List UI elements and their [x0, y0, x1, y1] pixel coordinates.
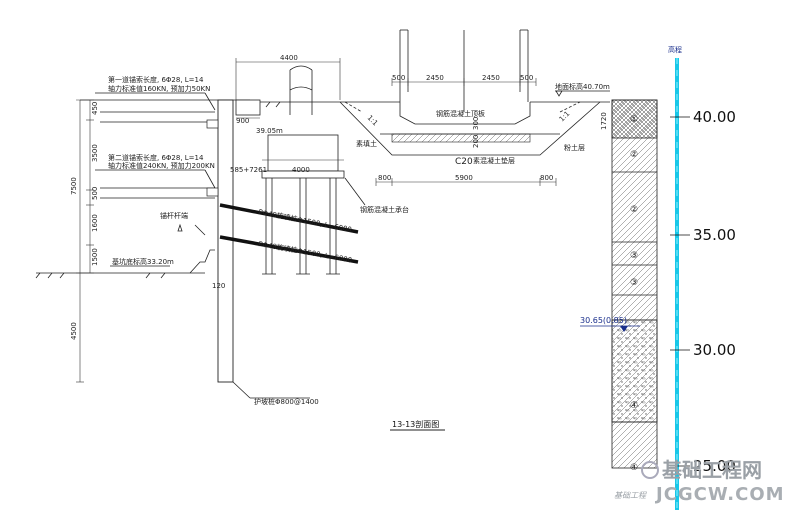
excavation: 1:1 1:1 C20 素混凝土垫层 钢筋混凝土顶板 素填土 粉土层 钢筋混凝土… [339, 29, 601, 214]
top-beam-label: 钢筋混凝土顶板 [436, 109, 485, 118]
dim-4400: 4400 [280, 54, 298, 62]
dim-1500: 1500 [91, 248, 99, 266]
dim-200: 200 [472, 135, 480, 148]
pile-bottom-label: 护坡桩Φ800@1400 [254, 397, 319, 406]
soil-column: ① ② ② ③ ③ ④ ④ 30.65(0.85) [580, 99, 658, 473]
dim-500-right: 500 [520, 74, 533, 82]
dim-500-left: 500 [392, 74, 405, 82]
dim-800-right: 800 [540, 174, 553, 182]
left-soil-note: 素填土 [356, 139, 377, 148]
watermark: 基础工程网 JCGCW.COM 基础工程 [614, 458, 785, 505]
anchor2-line2: 轴力标准值240KN, 预加力200KN [108, 161, 215, 170]
drawing-title: 13-13剖面图 [392, 419, 439, 429]
layer-1: ① [630, 115, 638, 125]
dim-5900: 5900 [455, 174, 473, 182]
anchor-annotations: 第一道锚索长度, 6Φ28, L=14 轴力标准值160KN, 预加力50KN … [95, 75, 216, 267]
layer-3a: ③ [630, 251, 638, 261]
elevation-30: 30.00 [693, 341, 736, 359]
elevation-ruler: 高程 40.00 35.00 30.00 25.00 [668, 45, 736, 510]
anchor1-line1: 第一道锚索长度, 6Φ28, L=14 [108, 75, 204, 84]
dim-800-left: 800 [378, 174, 391, 182]
top-dimensions: 500 2450 2450 500 地面标高40.70m 1720 [391, 74, 610, 130]
embed-label: 锚杆杆端 [160, 211, 188, 220]
dim-300: 300 [472, 117, 480, 130]
slope-right-label: 1:1 [558, 110, 572, 124]
dim-900: 900 [236, 117, 249, 125]
drawing-title-group: 13-13剖面图 [390, 419, 445, 431]
layer-2a: ② [630, 150, 638, 160]
anchor-bars: PΦ48旋喷桩Φ1500, L=6000 PΦ48旋喷桩Φ1500, L=600… [219, 203, 359, 264]
dim-500: 500 [91, 187, 99, 200]
layer-4a: ④ [630, 401, 638, 411]
dim-1720: 1720 [600, 112, 608, 130]
dim-2450-left: 2450 [426, 74, 444, 82]
bottom-elevation-label: 基坑底标高33.20m [112, 257, 174, 266]
slope-left-label: 1:1 [366, 114, 380, 128]
foundation-note: 钢筋混凝土承台 [360, 205, 409, 214]
water-level-label: 30.65(0.85) [580, 316, 627, 325]
dim-585: 585+7261 [230, 166, 267, 174]
bottom-dimensions: 800 5900 800 [375, 174, 557, 186]
dim-450: 450 [91, 102, 99, 115]
dim-120: 120 [212, 282, 225, 290]
cushion-note: 素混凝土垫层 [473, 156, 515, 165]
layer-3b: ③ [630, 278, 638, 288]
dim-3500: 3500 [91, 144, 99, 162]
elevation-3905: 39.05m [256, 127, 283, 135]
elevation-40: 40.00 [693, 108, 736, 126]
dim-1600: 1600 [91, 214, 99, 232]
watermark-small: 基础工程 [614, 491, 647, 500]
ruler-header: 高程 [668, 45, 682, 54]
dim-2450-right: 2450 [482, 74, 500, 82]
dim-4000: 4000 [292, 166, 310, 174]
left-dimension-chain: 7500 450 3500 500 1600 1500 4500 [70, 99, 99, 383]
cushion-label: C20 [455, 157, 473, 167]
right-soil-note: 粉土层 [564, 143, 585, 152]
elevation-25: 25.00 [693, 457, 736, 475]
anchor2-line1: 第二道锚索长度, 6Φ28, L=14 [108, 153, 204, 162]
ground-elevation-label: 地面标高40.70m [555, 82, 610, 91]
anchor1-line2: 轴力标准值160KN, 预加力50KN [108, 84, 210, 93]
elevation-35: 35.00 [693, 226, 736, 244]
dim-4500: 4500 [70, 322, 78, 340]
dim-7500: 7500 [70, 177, 78, 195]
watermark-en: JCGCW.COM [654, 484, 785, 505]
column-and-cap: 39.05m 4000 585+7261 [230, 65, 345, 275]
crown-beam: 900 4400 [235, 54, 341, 125]
layer-4b: ④ [630, 463, 638, 473]
watermark-cn: 基础工程网 [662, 458, 762, 482]
layer-2b: ② [630, 205, 638, 215]
